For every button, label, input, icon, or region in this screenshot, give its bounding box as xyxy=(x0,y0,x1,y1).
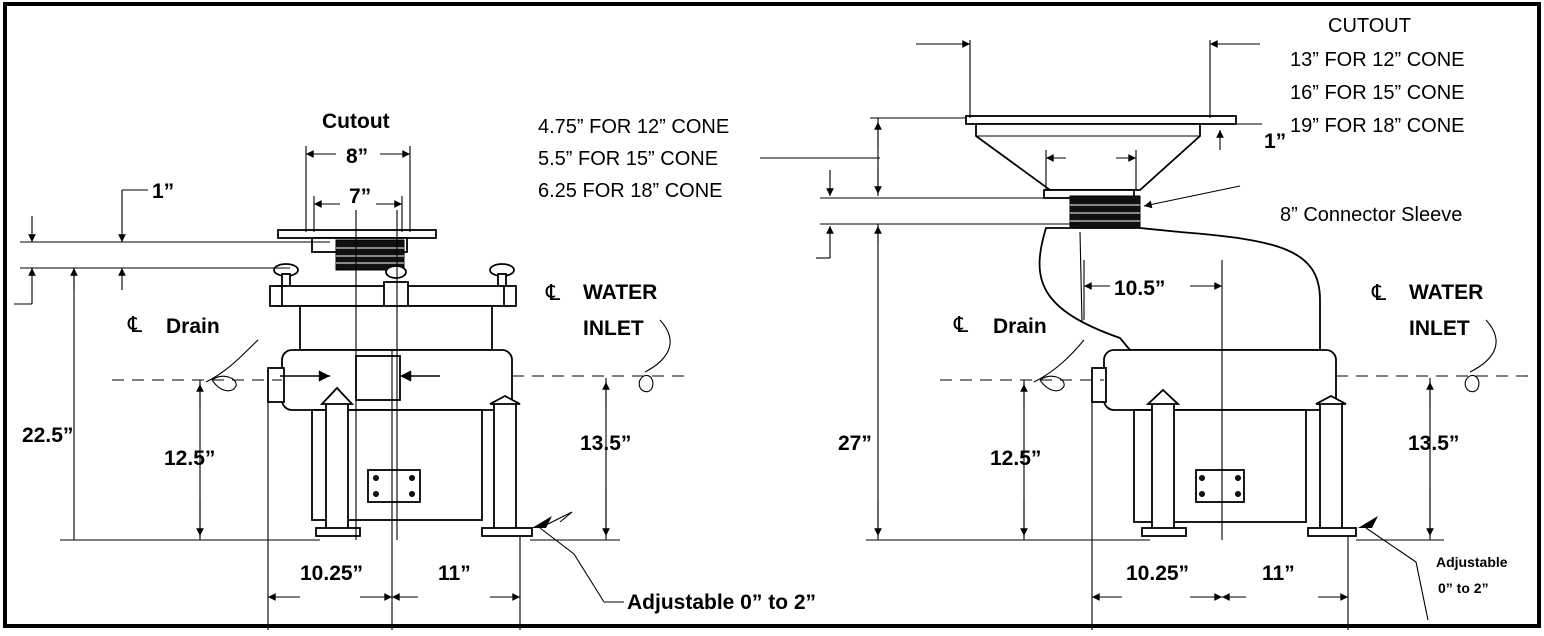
left-adjustable-label: Adjustable 0” to 2” xyxy=(627,591,816,614)
left-dim-12-5: 12.5” xyxy=(164,447,215,470)
right-water-label: WATER xyxy=(1409,281,1483,304)
left-mounting-flange xyxy=(277,229,437,239)
right-centerline-drain-symbol: ℄ xyxy=(953,312,969,337)
right-cutout-title: CUTOUT xyxy=(1328,15,1411,37)
right-cutout-flange xyxy=(965,115,1237,125)
right-leg-2 xyxy=(1319,401,1343,531)
right-dim-1: 1” xyxy=(1264,130,1286,153)
right-dim-11: 11” xyxy=(1262,562,1295,585)
left-leg-2 xyxy=(493,401,517,531)
right-adjustable-label-2: 0” to 2” xyxy=(1438,580,1489,596)
left-centerline-inlet-symbol: ℄ xyxy=(545,280,561,305)
right-inlet-label: INLET xyxy=(1409,317,1470,340)
right-cutout-line-1: 13” FOR 12” CONE xyxy=(1290,49,1464,71)
right-dim-13-5: 13.5” xyxy=(1408,432,1459,455)
cone-depth-line-3: 6.25 FOR 18” CONE xyxy=(538,180,723,202)
right-cutout-line-2: 16” FOR 15” CONE xyxy=(1290,82,1464,104)
left-upper-housing xyxy=(299,305,493,351)
left-drain-label: Drain xyxy=(166,315,220,338)
left-dim-10-25: 10.25” xyxy=(300,562,363,585)
left-inlet-label: INLET xyxy=(583,317,644,340)
right-sleeve-label: 8” Connector Sleeve xyxy=(1280,204,1462,226)
left-dim-13-5: 13.5” xyxy=(580,432,631,455)
right-offset-body xyxy=(1038,227,1321,351)
right-dim-10-25: 10.25” xyxy=(1126,562,1189,585)
left-cutout-title: Cutout xyxy=(322,110,390,133)
left-dim-8: 8” xyxy=(346,145,368,168)
left-connector-sleeve xyxy=(335,239,405,271)
left-disposer-drawing xyxy=(14,146,690,630)
right-adjustable-label-1: Adjustable xyxy=(1436,554,1508,570)
left-dim-7: 7” xyxy=(349,185,371,208)
right-dim-12-5: 12.5” xyxy=(990,447,1041,470)
right-connector-sleeve xyxy=(1069,195,1141,229)
right-leg-1 xyxy=(1151,401,1175,531)
left-dim-22-5: 22.5” xyxy=(22,424,73,447)
left-water-label: WATER xyxy=(583,281,657,304)
right-drain-label: Drain xyxy=(993,315,1047,338)
right-dim-10-5: 10.5” xyxy=(1114,277,1165,300)
right-grinding-chamber xyxy=(1103,349,1337,411)
left-dim-1: 1” xyxy=(152,180,174,203)
right-cutout-line-3: 19” FOR 18” CONE xyxy=(1290,115,1464,137)
left-centerline-drain-symbol: ℄ xyxy=(127,312,143,337)
right-disposer-drawing xyxy=(760,40,1528,630)
cone-depth-line-2: 5.5” FOR 15” CONE xyxy=(538,148,718,170)
right-centerline-inlet-symbol: ℄ xyxy=(1371,280,1387,305)
right-cone-hopper xyxy=(975,123,1201,191)
cone-depth-line-1: 4.75” FOR 12” CONE xyxy=(538,116,729,138)
left-dim-11: 11” xyxy=(438,562,471,585)
right-dim-27: 27” xyxy=(838,432,872,455)
drawing-border xyxy=(3,2,1541,628)
left-leg-1 xyxy=(325,401,349,531)
